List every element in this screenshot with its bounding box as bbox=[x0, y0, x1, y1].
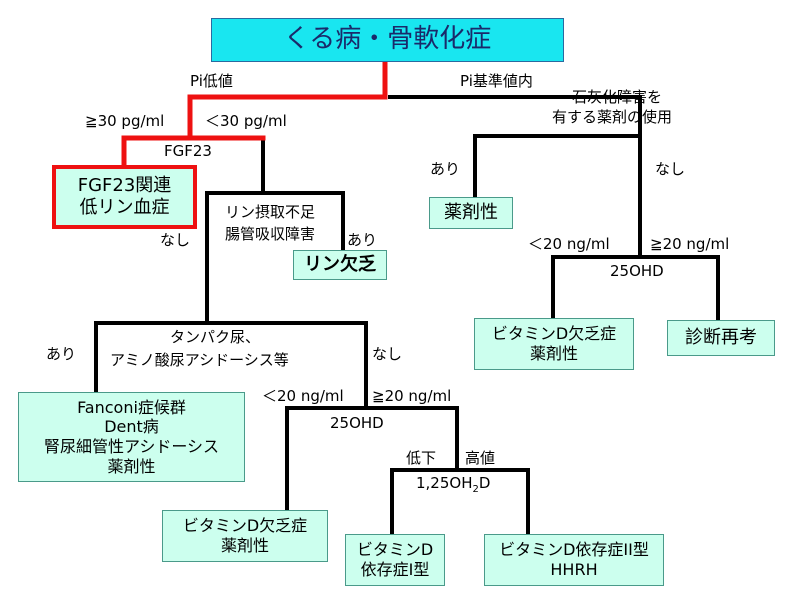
label-125oh2d: 1,25OH2D bbox=[416, 474, 491, 495]
fanconi-syndrome-box: Fanconi症候群 Dent病 腎尿細管性アシドーシス 薬剤性 bbox=[18, 392, 245, 482]
title-box: くる病・骨軟化症 bbox=[211, 18, 564, 62]
label-protein-no: なし bbox=[372, 345, 403, 363]
label-vd-lt20-mid: ＜20 ng/ml bbox=[262, 387, 344, 405]
label-protein-2: アミノ酸尿アシドーシス等 bbox=[110, 351, 289, 369]
label-intake-yes: あり bbox=[347, 231, 378, 249]
vitamin-d-dependency-type2-box: ビタミンD依存症II型 HHRH bbox=[484, 534, 664, 586]
label-low: 低下 bbox=[406, 449, 437, 467]
label-25ohd-mid: 25OHD bbox=[330, 414, 384, 432]
label-calcification-drug-2: 有する薬剤の使用 bbox=[552, 108, 673, 126]
vitamin-d-deficiency-mid-box: ビタミンD欠乏症 薬剤性 bbox=[162, 510, 328, 562]
label-intake-2: 腸管吸収障害 bbox=[225, 225, 316, 243]
label-fgf23: FGF23 bbox=[164, 142, 212, 160]
label-pi-normal: Pi基準値内 bbox=[460, 72, 533, 90]
label-pi-low: Pi低値 bbox=[190, 72, 233, 90]
label-fgf-lt30: ＜30 pg/ml bbox=[205, 112, 287, 130]
label-fgf-ge30: ≧30 pg/ml bbox=[85, 112, 165, 130]
vitamin-d-deficiency-right-box: ビタミンD欠乏症 薬剤性 bbox=[474, 318, 634, 370]
vitamin-d-dependency-type1-box: ビタミンD 依存症I型 bbox=[345, 534, 445, 586]
label-intake-no: なし bbox=[160, 231, 191, 249]
fgf23-hypophosphatemia-box: FGF23関連 低リン血症 bbox=[52, 165, 197, 229]
label-vd-lt20-right: ＜20 ng/ml bbox=[528, 235, 610, 253]
diagram-title: くる病・骨軟化症 bbox=[283, 24, 492, 55]
label-protein-1: タンパク尿、 bbox=[170, 328, 261, 346]
label-vd-ge20-mid: ≧20 ng/ml bbox=[372, 387, 452, 405]
phosphate-deficiency-box: リン欠乏 bbox=[293, 250, 387, 280]
label-intake-1: リン摂取不足 bbox=[225, 203, 316, 221]
label-drug-no: なし bbox=[655, 160, 686, 178]
label-vd-ge20-right: ≧20 ng/ml bbox=[650, 235, 730, 253]
reconsider-diagnosis-box: 診断再考 bbox=[667, 320, 775, 356]
label-drug-yes: あり bbox=[430, 160, 461, 178]
label-high: 高値 bbox=[465, 449, 496, 467]
label-calcification-drug-1: 石灰化障害を bbox=[572, 88, 663, 106]
label-protein-yes: あり bbox=[46, 345, 77, 363]
label-25ohd-right: 25OHD bbox=[610, 262, 664, 280]
drug-induced-box: 薬剤性 bbox=[429, 197, 513, 229]
